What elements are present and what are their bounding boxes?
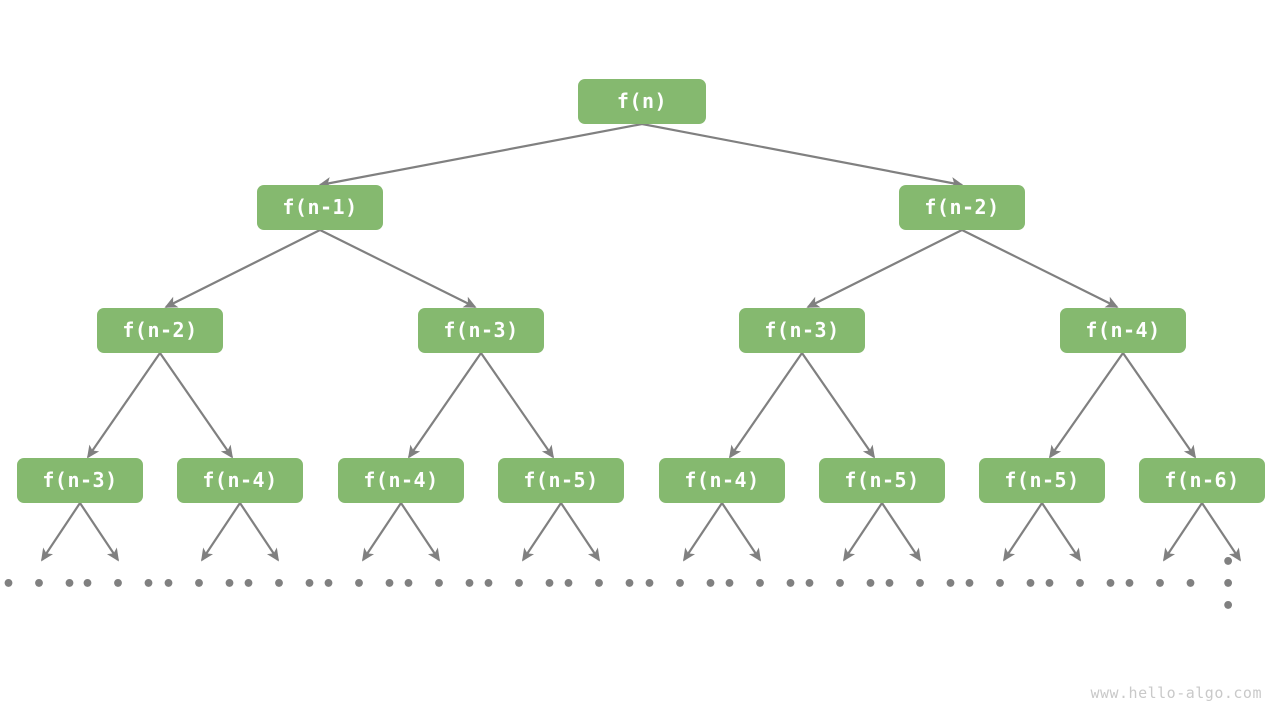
tree-edge <box>721 502 761 562</box>
tree-node[interactable]: f(n-3) <box>418 307 544 353</box>
ellipsis-marker: • • • <box>80 572 158 597</box>
ellipsis-marker: • • • <box>962 572 1040 597</box>
tree-edge <box>1122 352 1197 459</box>
tree-edge <box>522 502 562 562</box>
tree-node[interactable]: f(n-5) <box>819 457 945 503</box>
ellipsis-marker: • • • <box>1 572 79 597</box>
tree-edge <box>1048 352 1124 459</box>
tree-edge <box>159 352 234 459</box>
tree-edge <box>319 229 477 308</box>
ellipsis-marker: • • • <box>241 572 319 597</box>
ellipsis-marker: • • • <box>1122 572 1200 597</box>
tree-edge <box>683 502 723 562</box>
tree-edge <box>79 502 119 562</box>
tree-edge <box>318 122 643 189</box>
tree-node[interactable]: f(n-4) <box>659 457 785 503</box>
tree-node[interactable]: f(n-5) <box>979 457 1105 503</box>
tree-node[interactable]: f(n-2) <box>899 184 1025 230</box>
tree-edge <box>560 502 600 562</box>
tree-node[interactable]: f(n-4) <box>338 457 464 503</box>
ellipsis-marker: • • • <box>481 572 559 597</box>
tree-edge <box>41 502 81 562</box>
ellipsis-marker: • • • <box>401 572 479 597</box>
tree-node[interactable]: f(n-5) <box>498 457 624 503</box>
ellipsis-marker: • • • <box>1042 572 1120 597</box>
tree-edge <box>86 352 161 459</box>
tree-edge <box>961 229 1119 308</box>
ellipsis-marker: • • • <box>161 572 239 597</box>
tree-edge <box>201 502 241 562</box>
ellipsis-marker: • • • <box>882 572 960 597</box>
tree-node[interactable]: f(n-3) <box>739 307 865 353</box>
tree-edge <box>806 229 963 308</box>
tree-edge <box>164 229 321 308</box>
tree-edge <box>1041 502 1081 562</box>
ellipsis-marker: • • • <box>321 572 399 597</box>
tree-edge <box>801 352 876 459</box>
ellipsis-marker: • • • <box>642 572 720 597</box>
tree-node[interactable]: f(n-4) <box>1060 307 1186 353</box>
tree-edge <box>843 502 883 562</box>
tree-edge <box>641 122 964 189</box>
tree-node[interactable]: f(n-1) <box>257 184 383 230</box>
ellipsis-marker: • • • <box>722 572 800 597</box>
tree-edge <box>400 502 440 562</box>
tree-node[interactable]: f(n-2) <box>97 307 223 353</box>
tree-edge <box>407 352 482 459</box>
tree-node[interactable]: f(n-4) <box>177 457 303 503</box>
tree-edge <box>239 502 279 562</box>
tree-node[interactable]: f(n-6) <box>1139 457 1265 503</box>
tree-edge <box>1163 502 1203 562</box>
tree-node[interactable]: f(n-3) <box>17 457 143 503</box>
tree-edge <box>362 502 402 562</box>
tree-edge <box>728 352 803 459</box>
watermark: www.hello-algo.com <box>1090 684 1262 702</box>
ellipsis-marker: • • • <box>561 572 639 597</box>
ellipsis-marker: • • • <box>1221 550 1237 619</box>
tree-edge <box>1003 502 1043 562</box>
tree-node[interactable]: f(n) <box>578 78 706 124</box>
tree-edge <box>480 352 555 459</box>
ellipsis-marker: • • • <box>802 572 880 597</box>
tree-edge <box>881 502 921 562</box>
